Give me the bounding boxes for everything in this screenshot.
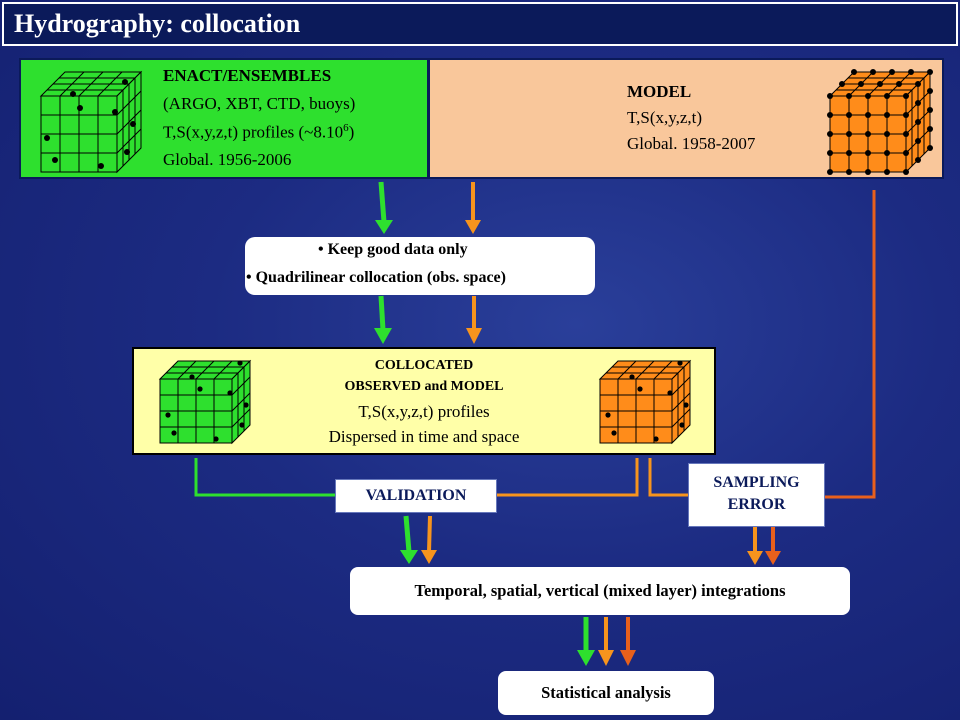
enact-title: ENACT/ENSEMBLES	[163, 66, 332, 85]
collocated-model-cube-icon	[598, 359, 692, 445]
green-validation-connector	[194, 458, 335, 497]
validation-label: VALIDATION	[335, 479, 497, 513]
green-arrow-to-collocated	[374, 295, 392, 344]
page-title: Hydrography: collocation	[14, 9, 301, 38]
orange-arrow-to-process	[465, 182, 481, 234]
model-title: MODEL	[627, 82, 692, 101]
collocated-dispersion: Dispersed in time and space	[328, 427, 520, 446]
statistical-analysis-box: Statistical analysis	[498, 671, 714, 715]
processing-step-collocation: • Quadrilinear collocation (obs. space)	[246, 269, 506, 286]
green-arrow-to-process	[375, 181, 393, 234]
sampling-error-line-1: SAMPLING	[713, 474, 800, 491]
sampling-error-line-2: ERROR	[727, 496, 786, 513]
orange-arrow-sampling-to-integrations	[747, 527, 763, 565]
orange-arrow-to-integrations	[421, 515, 437, 564]
model-coverage: Global. 1958-2007	[627, 134, 756, 153]
darkorange-arrow-to-statistics	[620, 617, 636, 666]
orange-sampling-connector	[648, 458, 688, 497]
collocated-box: COLLOCATED OBSERVED and MODEL T,S(x,y,z,…	[132, 347, 716, 455]
collocated-observation-cube-icon	[158, 359, 252, 445]
processing-box: • Keep good data only • Quadrilinear col…	[245, 237, 595, 295]
model-to-sampling-connector	[825, 190, 876, 499]
green-arrow-to-integrations	[400, 515, 418, 564]
model-box: MODEL T,S(x,y,z,t) Global. 1958-2007	[428, 58, 944, 179]
integrations-box: Temporal, spatial, vertical (mixed layer…	[350, 567, 850, 615]
enact-profiles: T,S(x,y,z,t) profiles (~8.106)	[163, 122, 355, 142]
collocated-profiles: T,S(x,y,z,t) profiles	[358, 402, 490, 421]
observation-grid-cube-icon	[39, 70, 143, 174]
darkorange-arrow-sampling-to-integrations	[765, 527, 781, 565]
collocated-heading-1: COLLOCATED	[374, 358, 474, 373]
collocated-heading-2: OBSERVED and MODEL	[344, 379, 504, 394]
orange-arrow-to-statistics	[598, 617, 614, 666]
green-arrow-to-statistics	[577, 617, 595, 666]
orange-arrow-to-collocated	[466, 296, 482, 344]
enact-ensembles-box: ENACT/ENSEMBLES (ARGO, XBT, CTD, buoys) …	[19, 58, 429, 179]
processing-step-good-data: • Keep good data only	[318, 241, 468, 258]
sampling-error-label: SAMPLING ERROR	[688, 463, 825, 527]
title-bar: Hydrography: collocation	[2, 2, 958, 46]
orange-validation-connector	[497, 458, 639, 497]
enact-coverage: Global. 1956-2006	[163, 150, 292, 169]
model-grid-cube-icon	[827, 69, 933, 175]
model-fields: T,S(x,y,z,t)	[627, 108, 703, 127]
enact-instruments: (ARGO, XBT, CTD, buoys)	[163, 94, 356, 113]
